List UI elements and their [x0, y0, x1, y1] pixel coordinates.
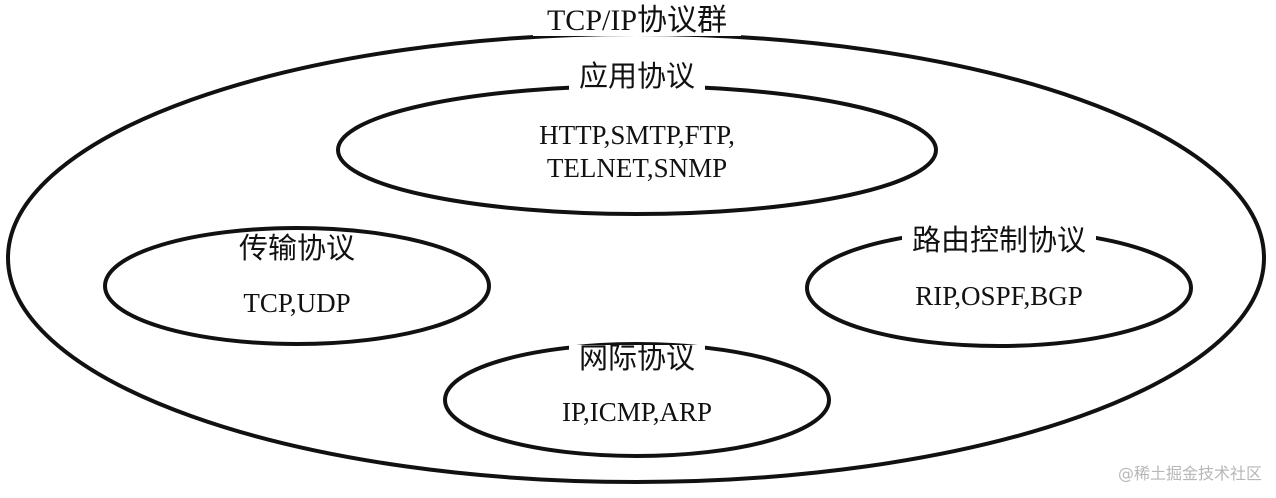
transport-protocols-list: TCP,UDP	[243, 288, 351, 318]
internet-ellipse	[443, 342, 831, 458]
application-protocols-title: 应用协议	[568, 63, 706, 92]
watermark: @稀土掘金技术社区	[1117, 464, 1262, 483]
internet-protocols-title: 网际协议	[568, 345, 706, 374]
transport-ellipse	[103, 226, 491, 346]
diagram-title: TCP/IP协议群	[532, 6, 742, 36]
application-protocols-line-2: TELNET,SNMP	[546, 153, 728, 183]
transport-protocols-title: 传输协议	[228, 235, 366, 264]
application-protocols-line-1: HTTP,SMTP,FTP,	[539, 120, 735, 150]
routing-protocols-title: 路由控制协议	[901, 227, 1097, 256]
routing-protocols-list: RIP,OSPF,BGP	[915, 281, 1083, 311]
internet-protocols-list: IP,ICMP,ARP	[561, 397, 713, 427]
